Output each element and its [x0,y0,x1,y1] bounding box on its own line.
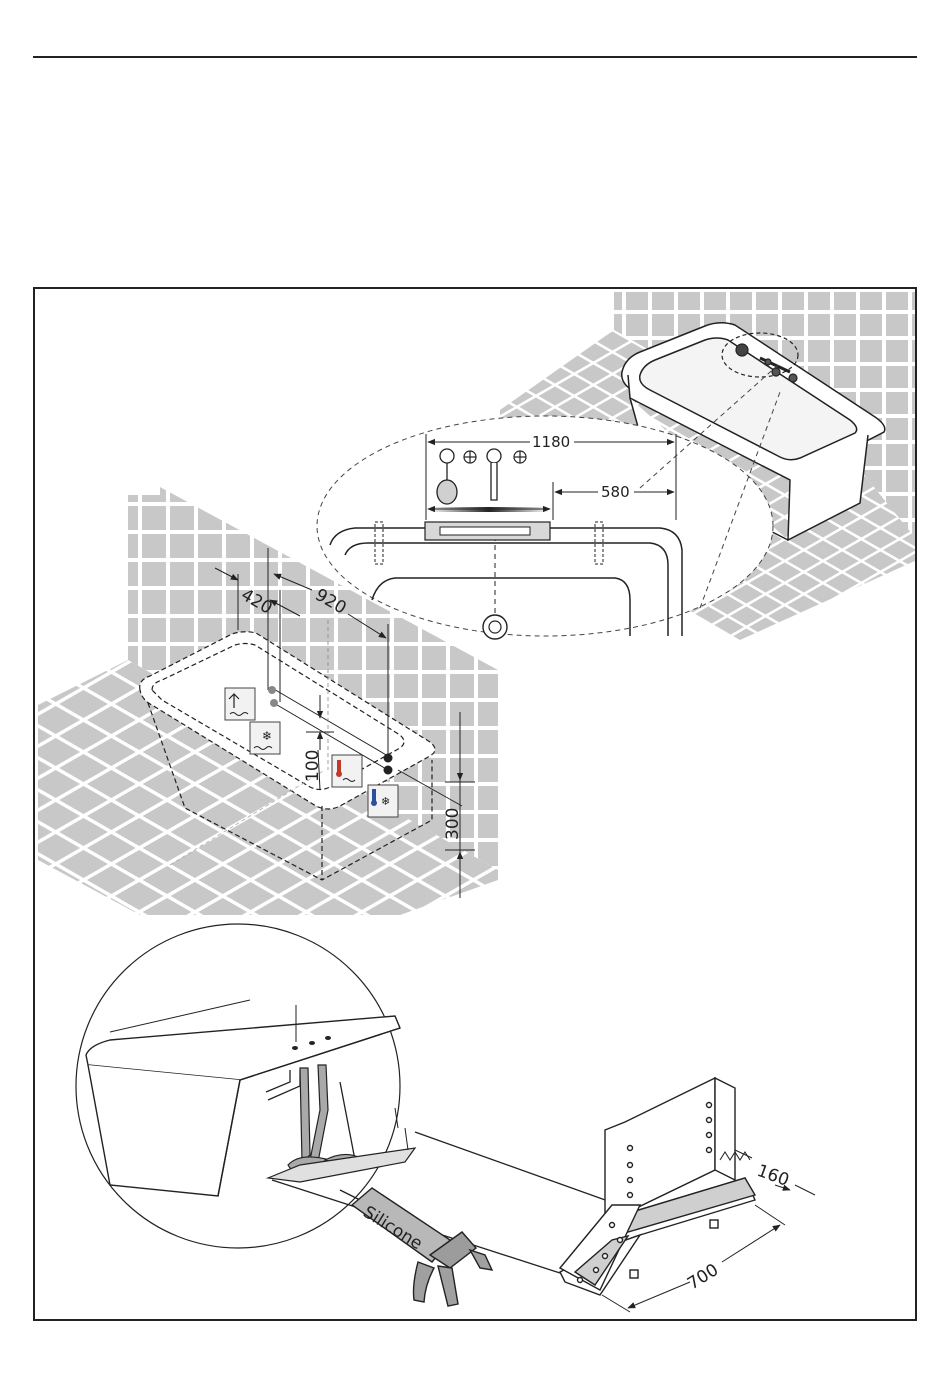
thermostat-cold-connection [384,766,393,775]
thermostat-hot-icon [332,755,362,787]
cold-water-supply-icon: ❄ [250,722,280,754]
installation-diagram: 1180 580 [33,287,917,1321]
header-rule [33,56,917,58]
cold-connection-point [270,699,278,707]
dimension-inlet-height: 100 [303,750,323,782]
hot-connection-point [268,686,276,694]
bracket-installation-scene: Silicone [76,924,815,1312]
svg-text:❄: ❄ [262,729,272,743]
dimension-wall-height: 300 [443,808,463,840]
thermostat-hot-connection [384,754,393,763]
installation-diagram-frame: 1180 580 [33,287,917,1321]
valve-handle-icon [514,451,526,463]
valve-handle-icon [464,451,476,463]
dimension-total-width: 1180 [532,433,570,451]
dimension-bracket-length: 700 [684,1260,722,1294]
silicone-gun: Silicone [340,1188,492,1306]
thermostat-cold-icon: ❄ [368,785,398,817]
svg-text:❄: ❄ [381,795,390,808]
dimension-bracket-width: 160 [754,1161,791,1191]
mounting-bracket [560,1078,755,1295]
dimension-offset: 580 [601,483,630,501]
hot-water-supply-icon [225,688,255,720]
